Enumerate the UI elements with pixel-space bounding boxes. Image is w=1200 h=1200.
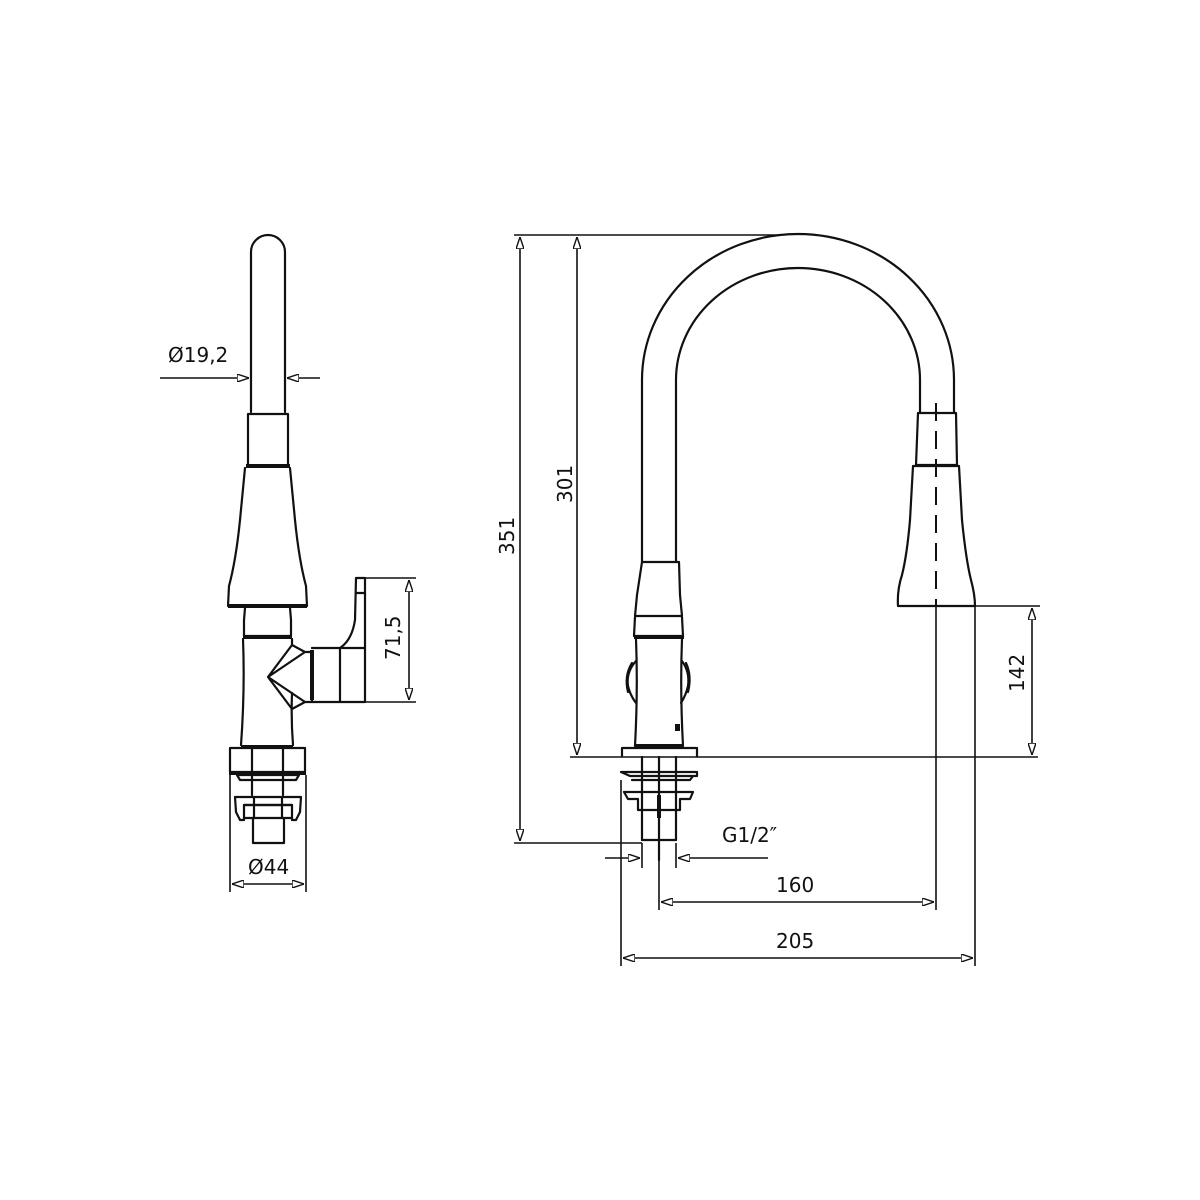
side-view: Ø19,2 71,5 Ø44 <box>160 233 416 892</box>
gooseneck-inner <box>674 266 922 564</box>
dim-base-diameter: Ø44 <box>248 855 289 879</box>
lever-right <box>679 659 690 705</box>
washer <box>619 770 699 782</box>
dim-spout-clearance: 142 <box>1005 654 1029 692</box>
spray-head <box>226 466 309 608</box>
dim-spout-diameter: Ø19,2 <box>168 343 228 367</box>
base-plate <box>228 746 307 774</box>
lock-nut <box>622 790 695 812</box>
gooseneck-outer <box>640 232 956 564</box>
handle-block <box>310 576 367 704</box>
spout-tube <box>249 233 287 414</box>
dim-thread: G1/2″ <box>722 823 777 847</box>
dim-overall-reach: 205 <box>776 929 814 953</box>
valve-cone <box>266 643 314 711</box>
dim-handle-height: 71,5 <box>381 615 405 660</box>
indicator-mark <box>675 724 680 731</box>
dim-height-above-deck: 301 <box>553 465 577 503</box>
dim-total-height: 351 <box>495 517 519 555</box>
deck-plate <box>620 746 699 758</box>
mounting-nut <box>233 795 303 822</box>
shank <box>251 816 286 845</box>
body-upper <box>633 560 684 618</box>
body-lower <box>633 637 685 748</box>
dim-reach-to-axis: 160 <box>776 873 814 897</box>
front-view: 351 301 142 G1/2″ 160 205 <box>495 232 1040 966</box>
spray-collar <box>246 412 290 467</box>
